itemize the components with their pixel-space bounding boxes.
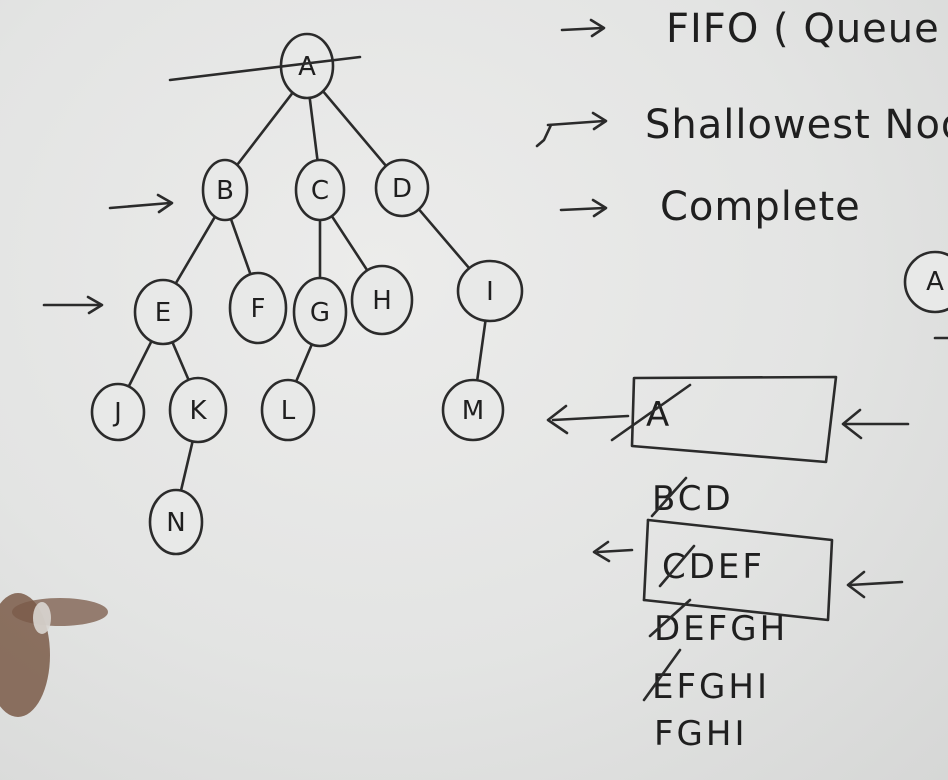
note-complete: Complete — [660, 184, 861, 230]
tree-node-g-label: G — [310, 298, 330, 328]
tree-node-n: N — [148, 488, 204, 556]
tree-node-i-circle — [456, 259, 524, 323]
edge-e-j — [127, 339, 153, 388]
tree-node-c: C — [294, 158, 346, 222]
level-arrow-b — [108, 193, 174, 214]
queue-box-2 — [642, 518, 834, 622]
note-fifo-queue: FIFO ( Queue ) — [666, 6, 948, 52]
edge-e-k — [171, 340, 190, 382]
queue-out-arrow-2 — [592, 540, 634, 563]
note-arrow-3 — [559, 198, 608, 218]
queue-in-arrow-2 — [846, 570, 904, 599]
tree-node-g: G — [292, 276, 348, 348]
tree-node-d: D — [374, 158, 430, 218]
tree-node-a-label: A — [298, 52, 316, 82]
tree-node-m-label: M — [462, 396, 484, 426]
edge-i-m — [475, 319, 487, 382]
tree-nodes: A B C D E F G H I J K L M N — [90, 32, 524, 556]
tree-node-h-circle — [350, 264, 414, 336]
queue-box-1: A — [610, 375, 838, 464]
tree-node-i: I — [456, 259, 524, 323]
note-shallowest-node: Shallowest Nod — [645, 102, 948, 148]
edge-b-f — [229, 217, 252, 276]
presenter-hand — [0, 593, 108, 717]
tree-node-d-label: D — [392, 174, 412, 204]
side-node-a: A — [903, 250, 948, 340]
tree-node-e-label: E — [155, 298, 171, 328]
tree-node-d-circle — [374, 158, 430, 218]
tree-node-f: F — [228, 271, 288, 345]
tree-node-j-label: J — [112, 398, 122, 428]
tree-node-g-circle — [292, 276, 348, 348]
tree-node-m: M — [441, 378, 505, 442]
tree-node-c-circle — [294, 158, 346, 222]
tree-node-l-label: L — [281, 396, 296, 426]
edge-a-d — [321, 89, 388, 168]
tree-node-l-circle — [260, 378, 316, 442]
queue-state-cdef: CDEF — [662, 547, 765, 587]
level-arrow-e — [42, 295, 104, 315]
tree-node-b-circle — [201, 158, 249, 222]
tree-node-e: E — [133, 278, 193, 346]
tree-node-k-circle — [168, 376, 228, 444]
tree-node-h: H — [350, 264, 414, 336]
tree-node-m-circle — [441, 378, 505, 442]
note-checkmark-arrow — [535, 111, 608, 148]
edge-g-l — [294, 343, 314, 383]
tree-node-j: J — [90, 382, 146, 442]
edge-k-n — [179, 440, 194, 492]
queue-state-defgh-strike — [648, 598, 692, 638]
tree-node-n-circle — [148, 488, 204, 556]
tree-node-f-circle — [228, 271, 288, 345]
note-arrow-1 — [560, 18, 606, 38]
edge-d-i — [417, 208, 471, 270]
queue-out-arrow-1 — [546, 404, 630, 435]
queue-state-efghi-strike — [642, 648, 682, 702]
tree-node-h-label: H — [372, 286, 392, 316]
tree-node-f-label: F — [251, 294, 266, 324]
root-strike-line — [168, 55, 362, 82]
tree-node-i-label: I — [486, 277, 494, 307]
queue-state-defgh: DEFGH — [654, 609, 788, 649]
queue-state-fghi: FGHI — [654, 714, 748, 754]
queue-box-1-strike — [610, 383, 692, 442]
queue-state-bcd-strike — [650, 476, 688, 518]
queue-state-cdef-strike — [658, 544, 696, 588]
tree-node-c-label: C — [311, 176, 329, 206]
edge-b-e — [174, 215, 217, 285]
tree-node-n-label: N — [166, 508, 185, 538]
edge-a-c — [308, 96, 319, 162]
queue-in-arrow-1 — [841, 408, 910, 440]
tree-node-e-circle — [133, 278, 193, 346]
tree-node-l: L — [260, 378, 316, 442]
tree-node-k: K — [168, 376, 228, 444]
edge-a-b — [235, 91, 294, 167]
tree-edges — [127, 89, 487, 492]
edge-c-h — [330, 214, 369, 272]
tree-node-b-label: B — [216, 176, 234, 206]
tree-node-b: B — [201, 158, 249, 222]
tree-node-j-circle — [90, 382, 146, 442]
queue-state-efghi: EFGHI — [652, 667, 770, 707]
tree-node-k-label: K — [189, 396, 207, 426]
side-node-a-label: A — [926, 267, 944, 297]
queue-state-bcd: BCD — [652, 479, 734, 519]
